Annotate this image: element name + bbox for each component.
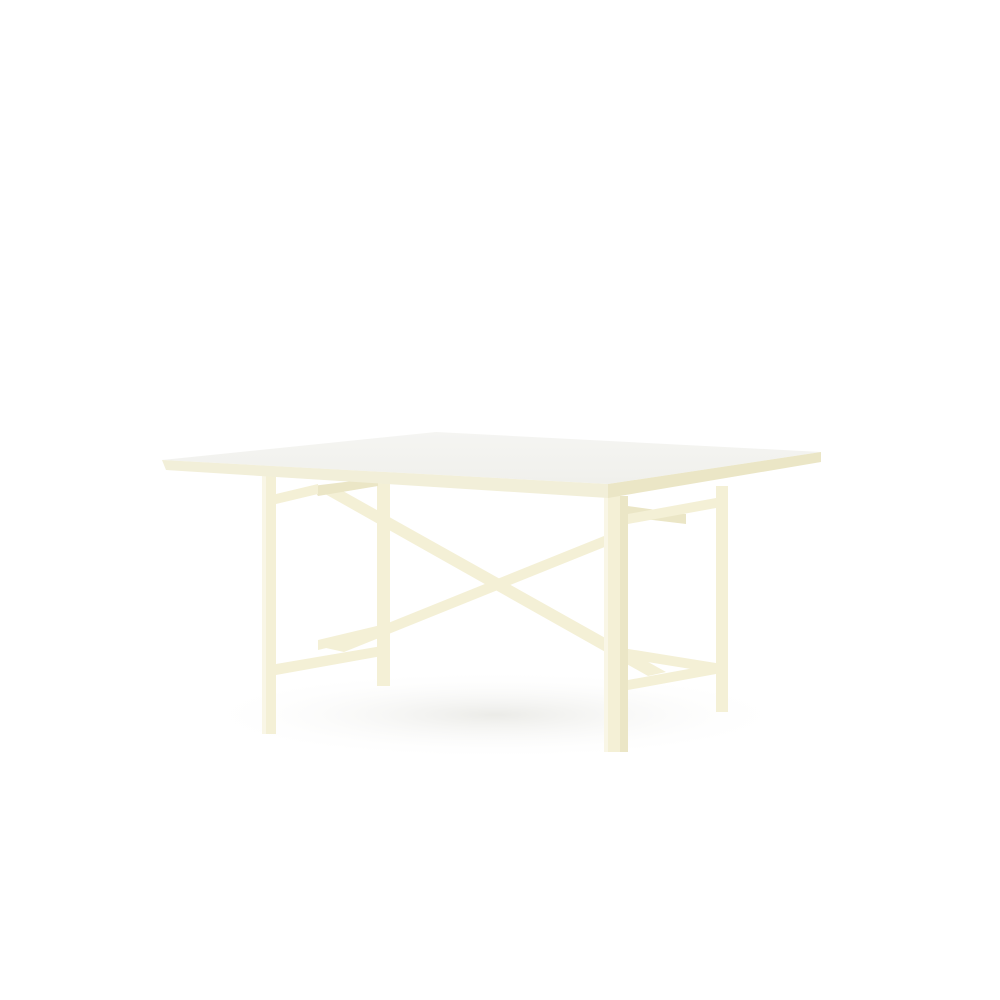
front-right-lower-rail — [628, 664, 716, 690]
front-right-upper-rail — [628, 498, 716, 524]
tabletop-surface — [162, 432, 821, 484]
tabletop-right-edge — [608, 452, 821, 498]
front-left-upper-rail — [276, 484, 318, 504]
back-right-lower-rail — [616, 647, 722, 674]
tabletop-front-edge — [162, 460, 608, 498]
tabletop — [162, 432, 821, 498]
front-left-lower-rail — [276, 646, 382, 675]
cross-brace-diagonal-b — [326, 536, 622, 652]
front-right-inner-leg — [620, 496, 628, 752]
back-left-lower-rail — [318, 624, 385, 650]
cross-brace-diagonal-a — [318, 486, 666, 676]
cross-brace — [312, 478, 666, 676]
floor-shadow — [195, 670, 795, 760]
front-frame — [262, 474, 716, 752]
back-right-leg — [716, 486, 728, 712]
cross-brace-top-connector — [312, 478, 378, 496]
